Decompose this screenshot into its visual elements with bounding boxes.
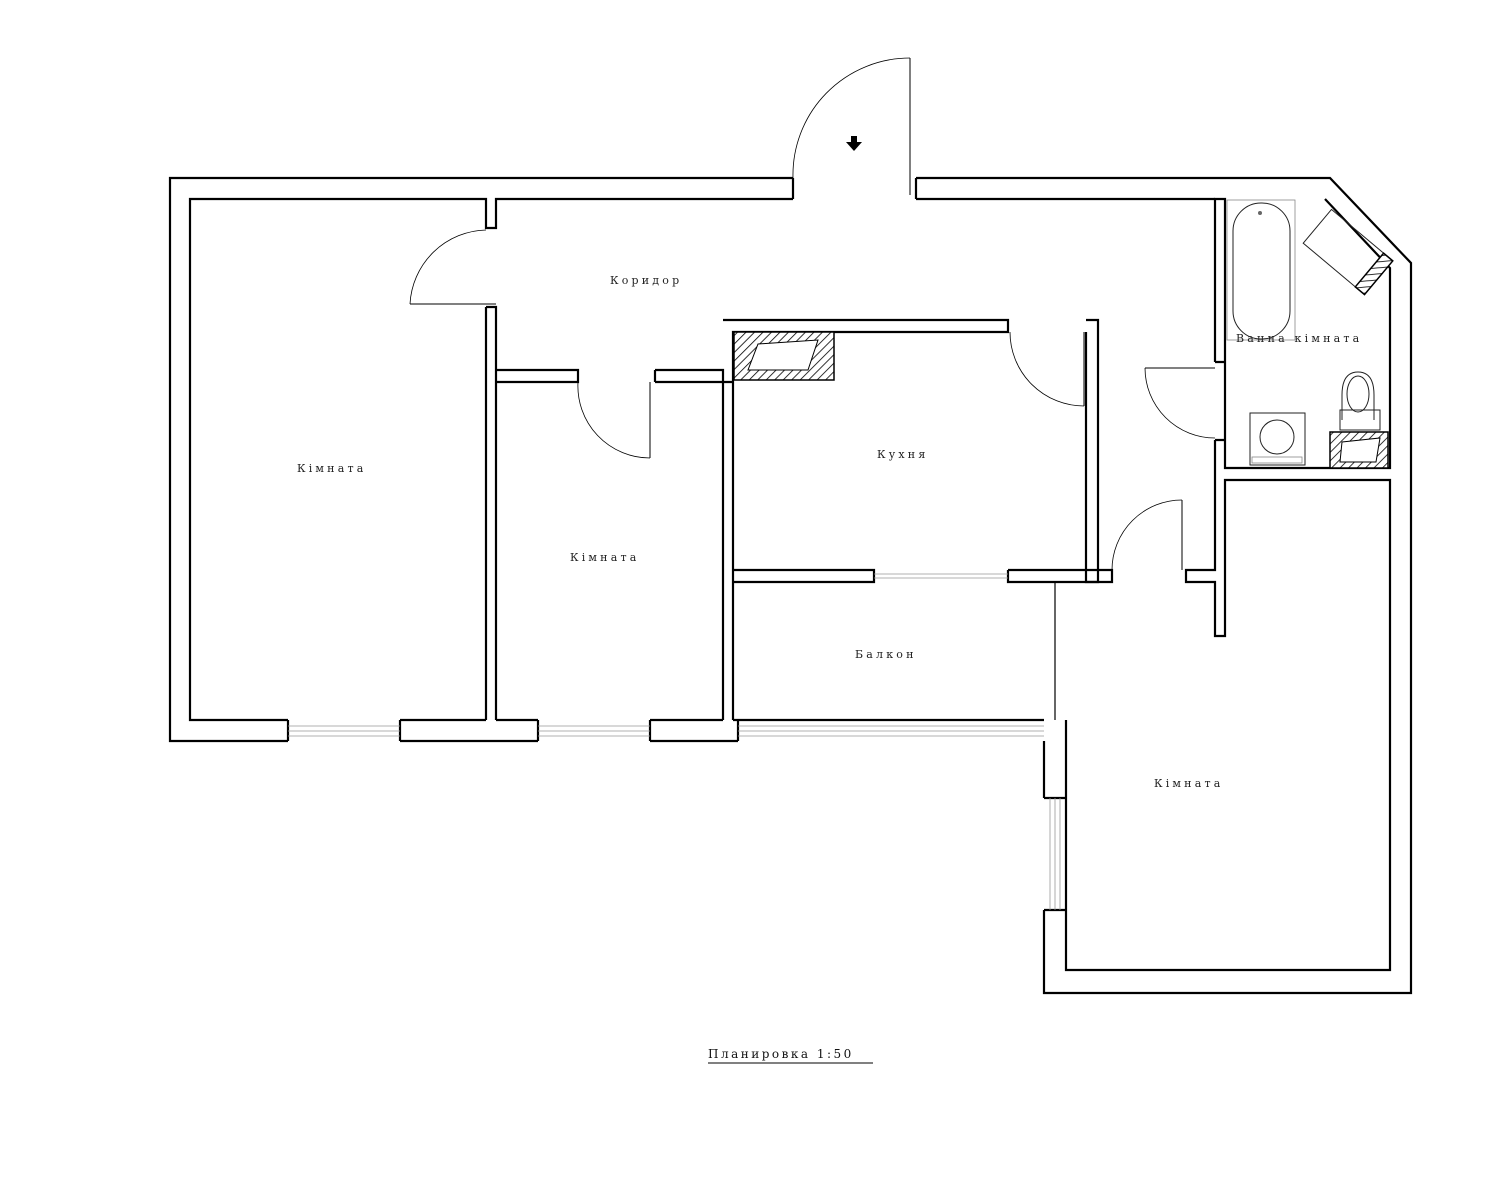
left-room-door [409,229,496,305]
ventilation-shaft-icon [733,331,835,381]
entrance-arrow-icon [846,136,862,151]
right-room-door [1111,499,1183,571]
room-labels: Коридор Кімната Кімната Кухня Балкон Ван… [297,274,1362,790]
room-label-balcony: Балкон [855,648,917,661]
bathroom-door [1144,367,1216,439]
kitchen-door [1009,331,1085,407]
room-label-right-room: Кімната [1154,777,1224,790]
plan-title: Планировка 1:50 [708,1047,873,1064]
windows [288,725,1061,910]
bathtub-icon [1226,199,1296,341]
plan-title-text: Планировка 1:50 [708,1047,854,1061]
interior-walls [484,305,1114,720]
bathroom-shaft-icon [1329,431,1389,469]
room-label-middle-room: Кімната [570,551,640,564]
room-label-left-room: Кімната [297,462,367,475]
toilet-icon [1339,371,1381,431]
room-label-bathroom: Ванна кімната [1236,332,1362,345]
entrance-door [792,57,911,195]
room-label-kitchen: Кухня [877,448,928,461]
washing-machine-icon [1249,412,1306,466]
doors [409,57,1225,571]
middle-room-door [577,381,651,459]
room-label-corridor: Коридор [610,274,682,287]
exterior-walls [168,176,1413,995]
sink-icon [1302,208,1394,296]
